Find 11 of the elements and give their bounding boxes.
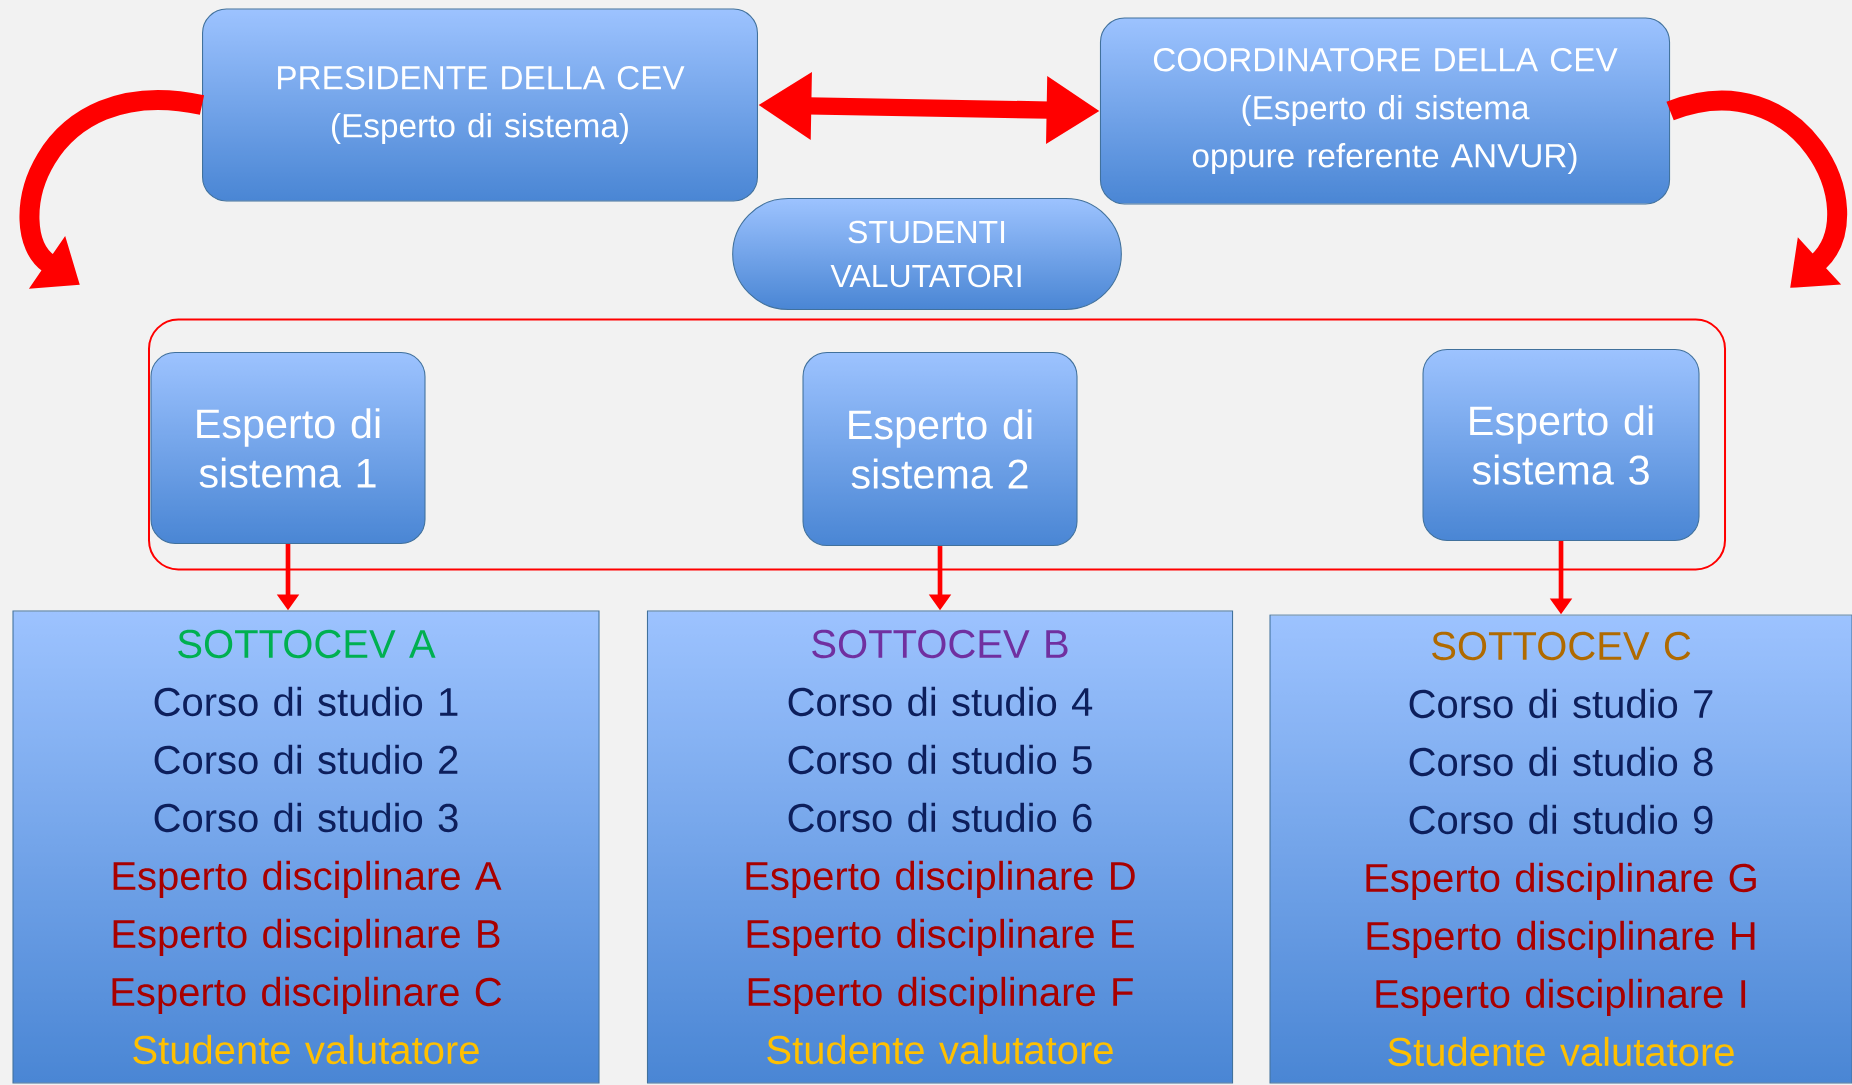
pill-box: STUDENTI VALUTATORI bbox=[732, 198, 1122, 310]
expert-box: Esperto di sistema 2 bbox=[802, 351, 1078, 547]
title-box: PRESIDENTE DELLA CEV (Esperto di sistema) bbox=[202, 8, 758, 202]
list-box: SOTTOCEV C Corso di studio 7 Corso di studio 8 Corso di studio 9 Esperto disciplinare G Esperto disciplinare H Esperto disciplinare I Studente valutatore bbox=[1269, 614, 1852, 1084]
group-frame bbox=[148, 318, 1726, 571]
curved-arrow bbox=[1667, 90, 1847, 288]
list-box: SOTTOCEV B Corso di studio 4 Corso di studio 5 Corso di studio 6 Esperto disciplinare D Esperto disciplinare E Esperto disciplinare F Studente valutatore bbox=[646, 610, 1234, 1084]
title-box: COORDINATORE DELLA CEV (Esperto di sistema oppure referente ANVUR) bbox=[1099, 17, 1671, 205]
list-box: SOTTOCEV A Corso di studio 1 Corso di studio 2 Corso di studio 3 Esperto disciplinare A Esperto disciplinare B Esperto disciplinare C Studente valutatore bbox=[12, 610, 600, 1084]
expert-box: Esperto di sistema 3 bbox=[1422, 349, 1700, 541]
expert-box: Esperto di sistema 1 bbox=[150, 352, 426, 544]
